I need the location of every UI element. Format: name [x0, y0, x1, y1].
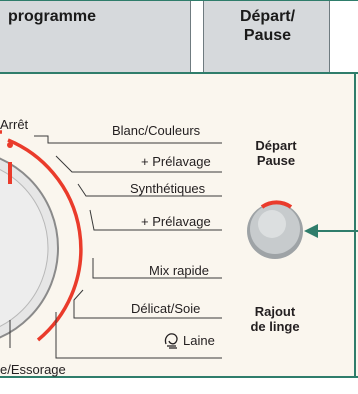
programme-leader-lines [9, 135, 222, 359]
dial-off-label: Arrêt [0, 117, 29, 132]
programme-label-synthetics: Synthétiques [130, 181, 206, 196]
header-cell-programme: programme [0, 0, 191, 74]
programme-label-cotton: Blanc/Couleurs [112, 123, 201, 138]
off-position-dot [7, 142, 13, 148]
arrow-pointer-icon [304, 224, 358, 238]
leader-line-4 [89, 209, 222, 231]
dial-red-arc [7, 138, 83, 342]
dial-red-arc-top [0, 130, 3, 134]
programme-knob[interactable] [0, 150, 59, 346]
leader-line-2 [55, 155, 222, 173]
page-bottom-margin [0, 378, 358, 394]
knob-pointer-marker [8, 162, 12, 184]
leader-line-3 [77, 183, 222, 197]
add-laundry-label-line2: de linge [250, 319, 300, 334]
panel-bottom-border [0, 376, 358, 378]
panel-right-border [354, 74, 356, 378]
header-gap [191, 0, 203, 74]
header-start-line2: Pause [243, 27, 292, 44]
programme-label-delicates: Délicat/Soie [131, 301, 201, 316]
add-laundry-label-line1: Rajout [254, 304, 296, 319]
programme-label-wool: Laine [183, 333, 215, 348]
start-pause-label: Départ Pause [246, 138, 306, 168]
leader-line-6 [73, 289, 222, 319]
dial-spin-label: e/Essorage [0, 362, 66, 377]
wool-hand-icon [164, 333, 178, 349]
start-pause-label-line2: Pause [256, 153, 296, 168]
header-start-pause-title: Départ/ Pause [204, 7, 331, 45]
programme-label-prewash-2: + Prélavage [141, 214, 211, 229]
start-pause-knob[interactable] [247, 200, 303, 259]
leader-line-1 [34, 135, 222, 144]
header-top-line [0, 0, 358, 1]
add-laundry-label: Rajout de linge [240, 304, 310, 334]
header-right-space [330, 0, 358, 74]
programme-label-prewash-1: + Prélavage [141, 154, 211, 169]
start-pause-label-line1: Départ [255, 138, 297, 153]
leader-line-5 [92, 258, 222, 279]
header-programme-title: programme [8, 8, 97, 25]
leader-line-7 [55, 312, 222, 359]
header-start-line1: Départ/ [239, 8, 296, 25]
programme-label-quick-mix: Mix rapide [149, 263, 209, 278]
